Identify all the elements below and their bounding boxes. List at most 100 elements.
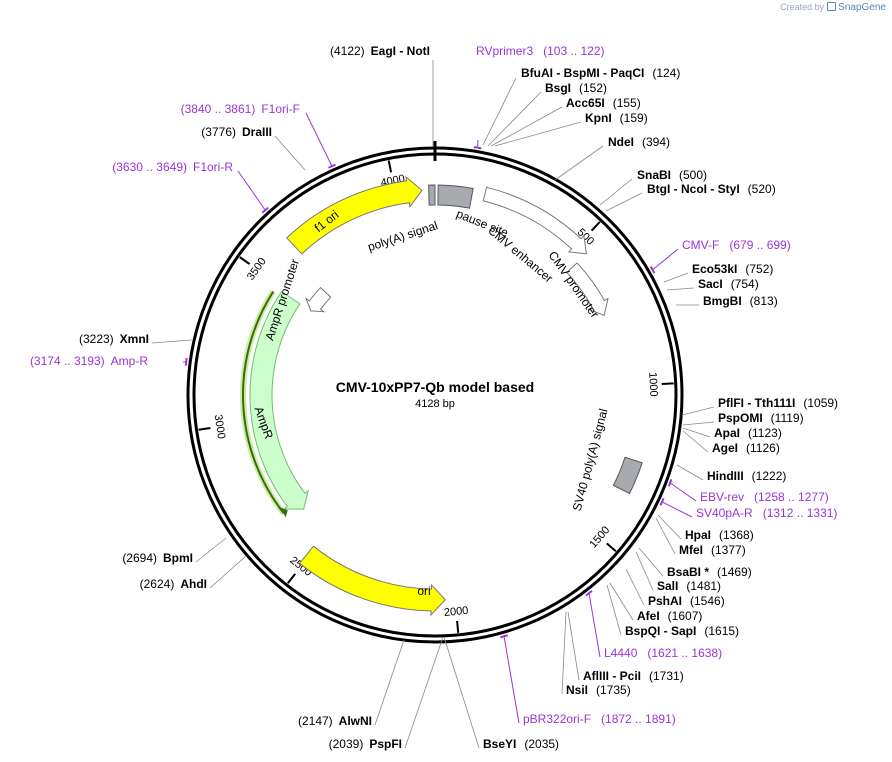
primer-label: (3630 .. 3649)F1ori-R xyxy=(112,160,233,174)
site-leader xyxy=(682,430,709,453)
site-label-kpni[interactable]: KpnI(159) xyxy=(585,111,648,125)
site-leader xyxy=(655,517,676,555)
site-label-hindiii[interactable]: HindIII(1222) xyxy=(707,469,786,483)
site-leader xyxy=(561,611,567,695)
site-name: ApaI xyxy=(714,426,740,440)
primer-marker xyxy=(667,478,673,487)
feature-arrow[interactable] xyxy=(249,290,309,510)
site-label-pspomi[interactable]: PspOMI(1119) xyxy=(718,411,804,425)
primer-label: pBR322ori-F(1872 .. 1891) xyxy=(523,712,676,726)
site-label-afei[interactable]: AfeI(1607) xyxy=(637,609,702,623)
site-label-pflfi-tth111i[interactable]: PflFI - Tth111I(1059) xyxy=(718,396,838,410)
site-label-pshai[interactable]: PshAI(1546) xyxy=(648,594,725,608)
site-name: NsiI xyxy=(566,683,588,697)
feature-block[interactable] xyxy=(437,184,474,209)
feature-block[interactable] xyxy=(428,184,436,206)
site-label-bpmi[interactable]: (2694)BpmI xyxy=(122,551,193,565)
feature-label-ori: ori xyxy=(417,584,430,598)
site-label-bfuai-bspmi-paqci[interactable]: BfuAI - BspMI - PaqCI(124) xyxy=(521,66,680,80)
primer-amp-r[interactable]: (3174 .. 3193) Amp-R xyxy=(30,354,188,368)
feature-pause-site[interactable] xyxy=(437,184,474,209)
site-label-sali[interactable]: SalI(1481) xyxy=(657,579,721,593)
primer-name: L4440 xyxy=(604,646,638,660)
primer-pbr322ori-f[interactable]: pBR322ori-F(1872 .. 1891) xyxy=(500,634,676,726)
primer-sv40pa-r[interactable]: SV40pA-R(1312 .. 1331) xyxy=(659,497,837,520)
site-label-apai[interactable]: ApaI(1123) xyxy=(714,426,782,440)
primer-f1ori-r[interactable]: (3630 .. 3649)F1ori-R xyxy=(112,160,269,214)
feature-label-pause-site: pause site xyxy=(454,206,510,240)
site-leader xyxy=(554,145,604,181)
feature-f1-ori[interactable] xyxy=(286,175,423,255)
primer-range: (3174 .. 3193) xyxy=(30,354,105,368)
site-label-agei[interactable]: AgeI(1126) xyxy=(712,441,780,455)
primer-f1ori-f[interactable]: (3840 .. 3861)F1ori-F xyxy=(181,102,336,169)
site-position: (1546) xyxy=(690,594,725,608)
site-leader xyxy=(682,421,715,426)
feature-arrow[interactable] xyxy=(286,175,423,255)
site-label-alwni[interactable]: (2147)AlwNI xyxy=(298,714,372,728)
feature-poly-a-signal[interactable] xyxy=(428,184,436,206)
site-label-xmni[interactable]: (3223)XmnI xyxy=(79,332,149,346)
feature-ampr-promoter[interactable] xyxy=(305,286,332,313)
site-label-bsabi[interactable]: BsaBI *(1469) xyxy=(667,565,752,579)
site-label-pspfi[interactable]: (2039)PspFI xyxy=(329,737,402,751)
site-name: BtgI - NcoI - StyI xyxy=(647,182,740,196)
site-label-ahdi[interactable]: (2624)AhdI xyxy=(140,577,207,591)
feature-arrow[interactable] xyxy=(566,262,609,317)
site-label-draiii[interactable]: (3776)DraIII xyxy=(201,125,272,139)
primer-name: Amp-R xyxy=(111,354,149,368)
primer-label: L4440(1621 .. 1638) xyxy=(604,646,722,660)
site-leader xyxy=(274,135,306,171)
primer-ebv-rev[interactable]: EBV-rev(1258 .. 1277) xyxy=(667,478,829,504)
site-label-eco53ki[interactable]: Eco53kI(752) xyxy=(692,262,773,276)
site-label-btgi-ncoi-styi[interactable]: BtgI - NcoI - StyI(520) xyxy=(647,182,776,196)
site-leader xyxy=(443,636,480,749)
site-label-hpai[interactable]: HpaI(1368) xyxy=(685,528,754,542)
site-label-snabi[interactable]: SnaBI(500) xyxy=(637,168,707,182)
feature-cmv-promoter[interactable] xyxy=(566,262,609,317)
site-leader xyxy=(635,551,654,591)
primer-l4440[interactable]: L4440(1621 .. 1638) xyxy=(585,590,722,660)
feature-arrow[interactable] xyxy=(298,545,446,617)
site-label-bsgi[interactable]: BsgI(152) xyxy=(545,81,607,95)
primer-leader xyxy=(503,636,520,724)
site-label-bspqi-sapi[interactable]: BspQI - SapI(1615) xyxy=(625,624,739,638)
site-position: (1615) xyxy=(704,624,739,638)
site-name: KpnI xyxy=(585,111,612,125)
primer-leader xyxy=(305,112,333,167)
primer-marker xyxy=(585,590,593,597)
site-label-saci[interactable]: SacI(754) xyxy=(698,277,759,291)
site-position: (124) xyxy=(652,66,680,80)
site-name: SnaBI xyxy=(637,168,671,182)
site-label-afliii-pcii[interactable]: AflIII - PciI(1731) xyxy=(583,669,684,683)
tick-mark-3500 xyxy=(239,256,251,265)
primer-range: (1872 .. 1891) xyxy=(601,712,676,726)
site-label-eagi-noti[interactable]: (4122)EagI - NotI xyxy=(330,44,430,58)
primer-rvprimer3[interactable]: RVprimer3(103 .. 122) xyxy=(473,44,605,150)
site-name: PspFI xyxy=(369,737,402,751)
feature-block[interactable] xyxy=(612,456,643,495)
feature-ori[interactable] xyxy=(298,545,446,617)
primer-cmv-f[interactable]: CMV-F(679 .. 699) xyxy=(649,238,791,274)
feature-sv40-poly-a-signal[interactable] xyxy=(612,456,643,495)
feature-arrow[interactable] xyxy=(482,186,587,255)
site-label-mfei[interactable]: MfeI(1377) xyxy=(679,543,746,557)
tick-mark-4000 xyxy=(387,160,393,173)
site-label-bseyi[interactable]: BseYI(2035) xyxy=(483,737,559,751)
primer-leader xyxy=(669,482,697,502)
ampr-highlight-head xyxy=(279,507,288,518)
primer-leader xyxy=(237,170,266,211)
site-label-nsii[interactable]: NsiI(1735) xyxy=(566,683,631,697)
site-name: DraIII xyxy=(242,125,272,139)
site-label-bmgbi[interactable]: BmgBI(813) xyxy=(703,294,778,308)
feature-ampr[interactable] xyxy=(240,289,309,518)
site-labels: (4122)EagI - NotI BfuAI - BspMI - PaqCI(1… xyxy=(30,44,838,751)
feature-cmv-enhancer[interactable] xyxy=(482,186,587,255)
site-leader xyxy=(151,339,193,344)
feature-arrow[interactable] xyxy=(305,286,332,313)
primer-name: SV40pA-R xyxy=(696,506,753,520)
primer-label: SV40pA-R(1312 .. 1331) xyxy=(696,506,837,520)
site-label-ndei[interactable]: NdeI(394) xyxy=(608,135,670,149)
site-label-acc65i[interactable]: Acc65I(155) xyxy=(566,96,641,110)
primer-marker xyxy=(328,163,336,169)
